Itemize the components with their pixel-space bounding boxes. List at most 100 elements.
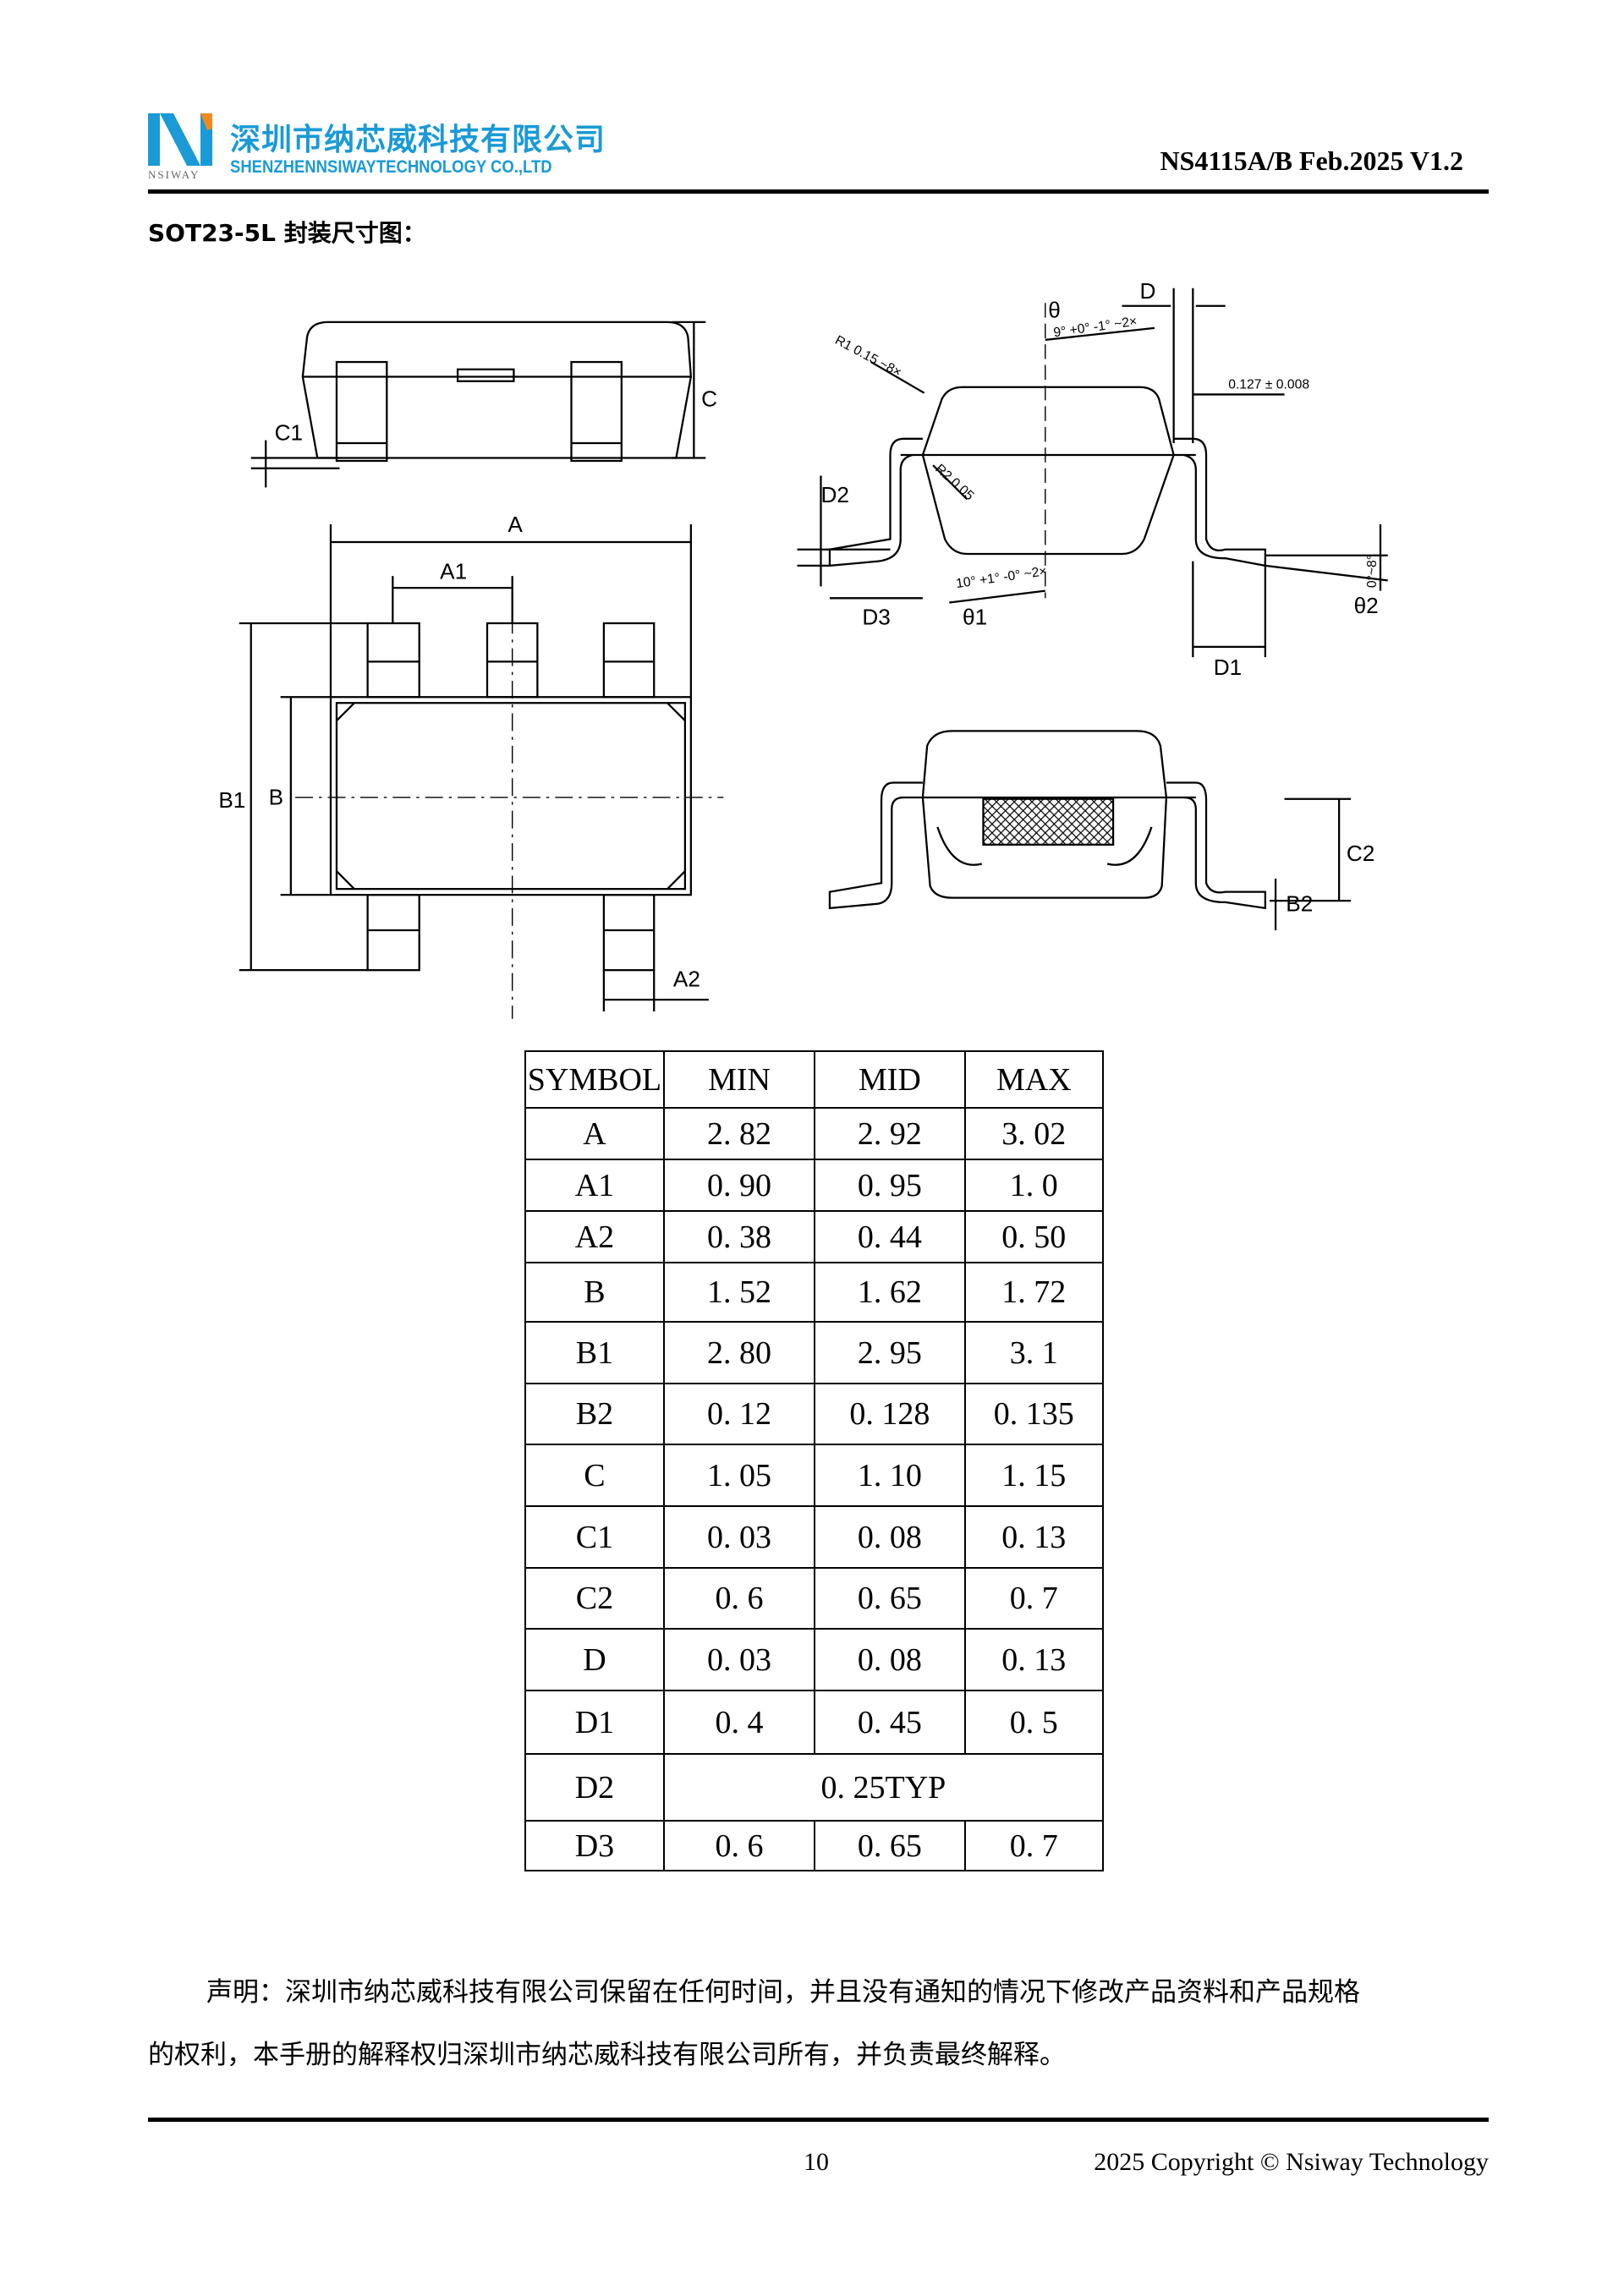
symbol-cell: D2 <box>524 1753 665 1822</box>
max-cell: 1. 72 <box>963 1262 1105 1323</box>
typ-cell: 0. 25TYP <box>662 1753 1105 1822</box>
max-cell: 3. 1 <box>963 1321 1105 1384</box>
symbol-cell: D <box>524 1628 665 1691</box>
dim-label-D: D <box>1139 278 1155 304</box>
dim-label-B: B <box>269 785 283 810</box>
top-view: A A1 B B1 A2 <box>218 512 724 1019</box>
mid-cell: 0. 08 <box>814 1628 966 1691</box>
mid-cell: 0. 45 <box>814 1690 966 1755</box>
dim-label-theta2-tol: 0°~8° <box>1365 555 1380 588</box>
symbol-cell: C1 <box>524 1505 665 1569</box>
company-name-cn: 深圳市纳芯威科技有限公司 <box>230 123 606 157</box>
dim-label-R2: R2 0.05 <box>932 462 976 504</box>
table-header-row: SYMBOL MIN MID MAX <box>524 1050 1105 1109</box>
dim-label-theta: θ <box>1048 298 1061 323</box>
max-cell: 1. 15 <box>963 1444 1105 1507</box>
page-number: 10 <box>804 2148 829 2176</box>
mid-cell: 0. 65 <box>814 1567 966 1630</box>
mid-cell: 0. 95 <box>814 1159 966 1212</box>
section-view: C2 B2 <box>828 730 1374 931</box>
min-cell: 0. 03 <box>662 1628 816 1691</box>
symbol-cell: B1 <box>524 1321 665 1384</box>
header-max: MAX <box>963 1050 1105 1109</box>
dim-label-C1: C1 <box>275 420 303 446</box>
mid-cell: 1. 62 <box>814 1262 966 1323</box>
symbol-cell: B <box>524 1262 665 1323</box>
header-divider <box>148 189 1489 194</box>
min-cell: 2. 82 <box>662 1107 816 1160</box>
max-cell: 1. 0 <box>963 1159 1105 1212</box>
header-min: MIN <box>662 1050 816 1109</box>
symbol-cell: A <box>524 1107 665 1160</box>
copyright: 2025 Copyright © Nsiway Technology <box>1094 2148 1489 2176</box>
symbol-cell: A1 <box>524 1159 665 1212</box>
dim-label-theta-tol: 9° +0° -1° ~2× <box>1052 315 1138 341</box>
min-cell: 0. 4 <box>662 1690 816 1755</box>
max-cell: 0. 50 <box>963 1210 1105 1263</box>
max-cell: 0. 13 <box>963 1628 1105 1691</box>
mid-cell: 0. 65 <box>814 1820 966 1871</box>
dim-label-C: C <box>701 386 717 411</box>
min-cell: 2. 80 <box>662 1321 816 1384</box>
min-cell: 0. 03 <box>662 1505 816 1569</box>
max-cell: 0. 5 <box>963 1690 1105 1755</box>
max-cell: 0. 135 <box>963 1383 1105 1445</box>
mid-cell: 2. 92 <box>814 1107 966 1160</box>
svg-text:NSIWAY: NSIWAY <box>148 168 200 181</box>
dim-label-C2: C2 <box>1347 841 1374 866</box>
dim-label-lead-thickness: 0.127 ± 0.008 <box>1228 377 1309 392</box>
dim-label-theta1-tol: 10° +1° -0° ~2× <box>955 564 1048 591</box>
symbol-cell: C <box>524 1444 665 1507</box>
min-cell: 0. 6 <box>662 1820 816 1871</box>
mid-cell: 0. 128 <box>814 1383 966 1445</box>
symbol-cell: C2 <box>524 1567 665 1630</box>
dim-label-A: A <box>508 512 523 537</box>
dim-label-R1: R1 0.15 ~8× <box>832 333 903 381</box>
document-id: NS4115A/B Feb.2025 V1.2 <box>1160 145 1463 176</box>
symbol-cell: A2 <box>524 1210 665 1263</box>
section-title: SOT23-5L 封装尺寸图： <box>148 219 426 247</box>
company-logo: NSIWAY <box>148 113 212 181</box>
dim-label-D2: D2 <box>820 482 848 507</box>
dim-label-B2: B2 <box>1286 890 1313 916</box>
mid-cell: 0. 44 <box>814 1210 966 1263</box>
dim-label-theta1: θ1 <box>963 605 987 630</box>
min-cell: 1. 05 <box>662 1444 816 1507</box>
symbol-cell: D3 <box>524 1820 665 1871</box>
mid-cell: 1. 10 <box>814 1444 966 1507</box>
min-cell: 0. 38 <box>662 1210 816 1263</box>
dim-label-B1: B1 <box>218 787 245 813</box>
front-view: D θ 9° +0° -1° ~2× R1 0.15 ~8× 0.127 ± 0… <box>797 278 1388 680</box>
max-cell: 0. 7 <box>963 1567 1105 1630</box>
min-cell: 0. 6 <box>662 1567 816 1630</box>
symbol-cell: B2 <box>524 1383 665 1445</box>
dim-label-A2: A2 <box>673 966 700 991</box>
min-cell: 0. 12 <box>662 1383 816 1445</box>
footer-divider <box>148 2118 1489 2122</box>
dim-label-A1: A1 <box>440 559 467 584</box>
dim-label-theta2: θ2 <box>1354 593 1379 618</box>
disclaimer-line-2: 的权利，本手册的解释权归深圳市纳芯威科技有限公司所有，并负责最终解释。 <box>148 2040 1066 2070</box>
symbol-cell: D1 <box>524 1690 665 1755</box>
company-name-en: SHENZHENNSIWAYTECHNOLOGY CO.,LTD <box>230 157 552 177</box>
min-cell: 0. 90 <box>662 1159 816 1212</box>
mid-cell: 0. 08 <box>814 1505 966 1569</box>
max-cell: 0. 13 <box>963 1505 1105 1569</box>
side-view: C C1 <box>250 321 717 488</box>
min-cell: 1. 52 <box>662 1262 816 1323</box>
max-cell: 0. 7 <box>963 1820 1105 1871</box>
